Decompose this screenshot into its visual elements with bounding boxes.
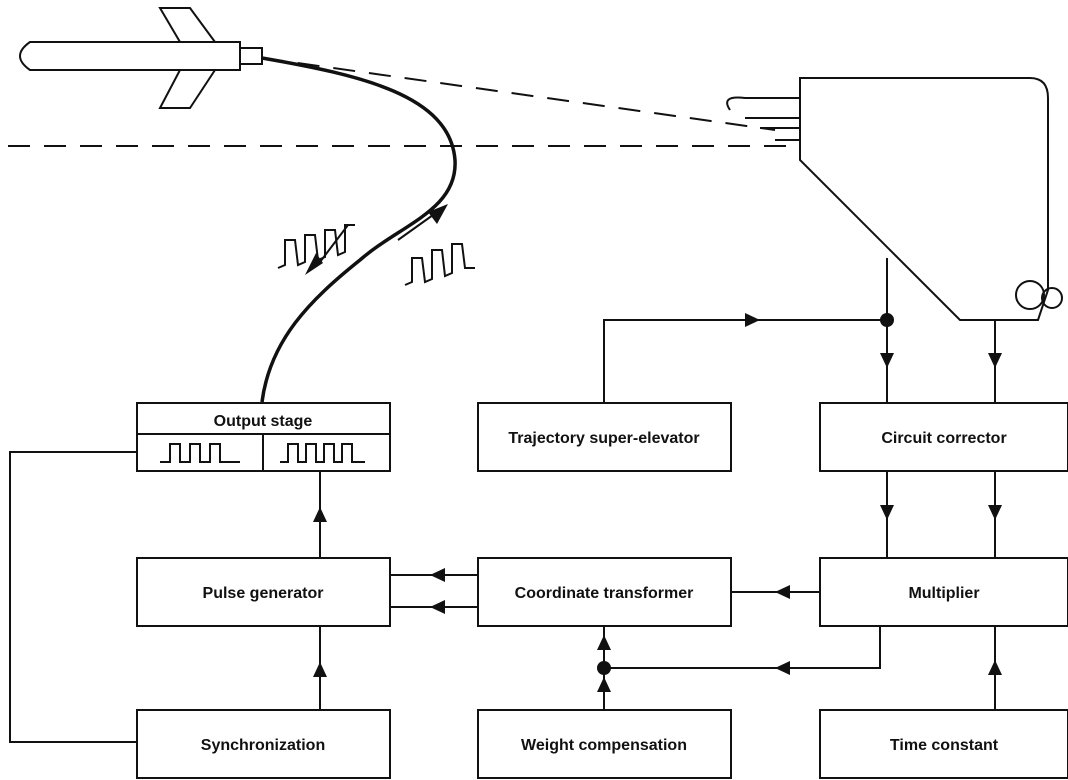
pulse-waveform-icon — [277, 204, 475, 286]
gunner-sight-icon — [726, 77, 1063, 321]
coordinate-transformer-label: Coordinate transformer — [515, 585, 694, 602]
coordinate-transformer-box — [477, 557, 732, 627]
pulse-generator-box — [136, 557, 391, 627]
circuit-corrector-label: Circuit corrector — [881, 430, 1006, 447]
guidance-wire — [260, 56, 457, 403]
circuit-corrector-box — [819, 402, 1068, 472]
output-pulse-waveform-left — [160, 443, 240, 463]
weight-compensation-box — [477, 709, 732, 779]
weight-compensation-label: Weight compensation — [521, 737, 687, 754]
trajectory-super-elevator-label: Trajectory super-elevator — [508, 430, 699, 447]
signal-connections — [9, 258, 1002, 743]
pulse-generator-label: Pulse generator — [203, 585, 324, 602]
time-constant-label: Time constant — [890, 737, 999, 754]
multiplier-label: Multiplier — [908, 585, 979, 602]
synchronization-label: Synchronization — [201, 737, 325, 754]
output-stage-label: Output stage — [214, 413, 313, 430]
time-constant-box — [819, 709, 1068, 779]
synchronization-box — [136, 709, 391, 779]
line-of-sight-dashed — [261, 57, 776, 131]
trajectory-super-elevator-box — [477, 402, 732, 472]
missile-icon — [19, 7, 263, 109]
output-pulse-waveform-right — [280, 443, 365, 463]
